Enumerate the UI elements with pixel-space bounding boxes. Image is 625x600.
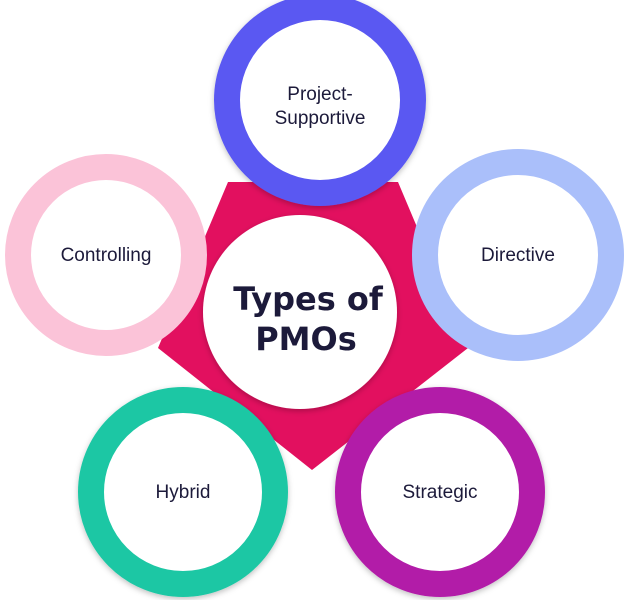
label-project-supportive-1: Project- [287,84,352,105]
center-circle: Types of PMOs [203,215,397,409]
label-hybrid: Hybrid [156,482,211,503]
label-controlling: Controlling [61,245,152,266]
ring-controlling: Controlling [5,154,207,356]
title-line-2: PMOs [255,320,357,358]
label-strategic: Strategic [403,482,478,503]
label-directive: Directive [481,245,555,266]
label-project-supportive-2: Supportive [275,108,366,129]
ring-project-supportive: Project- Supportive [214,0,426,206]
ring-hybrid: Hybrid [78,387,288,597]
title-line-1: Types of [233,280,384,318]
ring-strategic: Strategic [335,387,545,597]
ring-directive: Directive [412,149,624,361]
